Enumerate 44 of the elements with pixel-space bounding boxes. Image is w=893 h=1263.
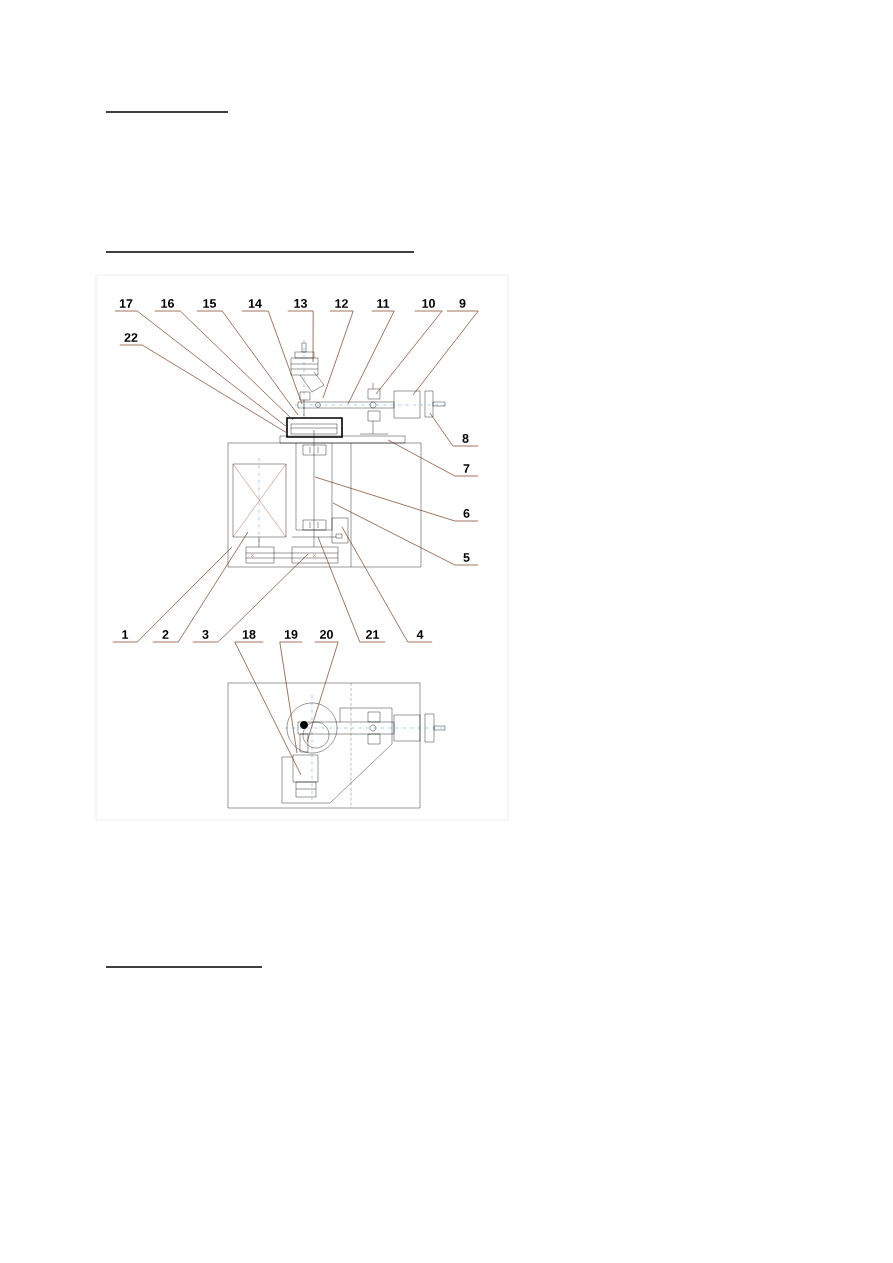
leader-line: [306, 641, 339, 743]
leader-line: [332, 502, 479, 566]
leader-line: [234, 641, 302, 776]
callout-number: 14: [248, 299, 262, 308]
leader-line: [154, 310, 294, 421]
leader-line: [112, 546, 233, 643]
leader-line: [192, 553, 309, 643]
callout-number: 8: [462, 434, 469, 443]
leader-line: [322, 310, 354, 399]
callout-number: 2: [162, 630, 169, 639]
leader-line: [317, 536, 386, 643]
callout-number: 7: [463, 464, 470, 473]
callout-number: 3: [202, 630, 209, 639]
callout-number: 19: [284, 630, 298, 639]
callout-number: 9: [459, 299, 466, 308]
leader-line: [287, 310, 314, 363]
leader-line: [152, 531, 249, 643]
callout-number: 5: [463, 553, 470, 562]
callout-number: 22: [124, 333, 138, 342]
leader-line: [279, 641, 303, 754]
callout-number: 12: [335, 299, 348, 308]
leader-line: [114, 310, 288, 428]
callout-number: 1: [122, 630, 129, 639]
callout-number: 17: [119, 299, 133, 308]
leader-line: [241, 310, 303, 405]
leader-line: [347, 310, 395, 405]
callout-number: 21: [366, 630, 380, 639]
leader-line: [412, 310, 479, 396]
callout-number: 13: [294, 299, 307, 308]
callout-number: 10: [422, 299, 435, 308]
leader-line: [375, 310, 443, 395]
callout-number: 18: [242, 630, 256, 639]
leader-line: [429, 412, 479, 447]
callout-number: 20: [320, 630, 333, 639]
leader-line: [314, 476, 479, 522]
leader-line: [341, 526, 433, 643]
callout-number: 4: [416, 630, 424, 639]
callout-number: 11: [377, 299, 390, 308]
leader-line: [119, 344, 288, 434]
leader-line: [387, 439, 479, 477]
callout-number: 15: [203, 299, 217, 308]
callout-number: 16: [161, 299, 174, 308]
leader-line: [196, 310, 299, 416]
callout-number: 6: [463, 509, 470, 518]
